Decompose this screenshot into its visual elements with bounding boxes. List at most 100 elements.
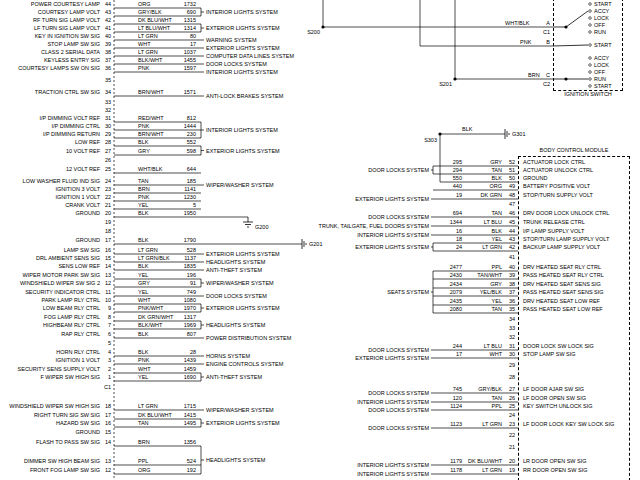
pin-number: 50 <box>509 175 515 181</box>
component-name: IGNITION SWITCH <box>564 91 612 97</box>
circuit-number: 1969 <box>184 322 196 328</box>
wire-color: WHT <box>138 297 151 303</box>
pin-number: 21 <box>105 202 111 208</box>
switch-position: START <box>594 83 612 89</box>
wire-color: DK GRN/WHT <box>138 314 173 320</box>
circuit-number: 17 <box>456 351 462 357</box>
circuit-number: 1230 <box>184 194 196 200</box>
component-name: BODY CONTROL MODULE <box>540 147 609 153</box>
signal-name: LF TURN SIG LAMP VOLT <box>34 25 100 31</box>
circuit-number: 1439 <box>184 357 196 363</box>
wire-color: PPL <box>492 264 502 270</box>
wire-color: YEL/BLK <box>480 289 502 295</box>
pin-number: 27 <box>105 148 111 154</box>
wire-color: GRY <box>138 148 150 154</box>
circuit-number: 2079 <box>450 289 462 295</box>
circuit-number: 694 <box>453 210 462 216</box>
system-name: TRUNK, TAILGATE, FUEL DOORS SYSTEM <box>319 223 429 229</box>
ground-label: G200 <box>255 224 268 230</box>
signal-name: SECURITY INDICATOR CTRL <box>25 289 100 295</box>
system-name: DOOR LOCKS SYSTEM <box>206 61 267 67</box>
switch-position: RUN <box>594 29 606 35</box>
pin-number: 13 <box>105 458 111 464</box>
switch-contact <box>589 24 592 27</box>
pin-number: 29 <box>509 362 515 368</box>
signal-name: COURTESY LAMP VOLT <box>38 9 100 15</box>
pin-number: 26 <box>105 157 111 163</box>
signal-name: TRUNK RELEASE CTRL <box>523 219 585 225</box>
circuit-number: 1495 <box>184 420 196 426</box>
splice-dot <box>453 77 456 80</box>
signal-name: F WIPER SW HIGH SIG <box>40 374 100 380</box>
pin-number: 3 <box>108 357 111 363</box>
pin-number: 32 <box>105 107 111 113</box>
pin-number: 15 <box>105 255 111 261</box>
signal-name: DRV HEATED SEAT SENS SIG <box>523 281 601 287</box>
signal-name: DOOR LOCK SW LOCK SIG <box>523 343 594 349</box>
signal-name: PASS HEATED SEAT SENS SIG <box>523 289 604 295</box>
pin-number: 2 <box>108 366 111 372</box>
system-name: INTERIOR LIGHTS SYSTEM <box>206 127 278 133</box>
system-name: DOOR LOCKS SYSTEM <box>368 407 429 413</box>
wire-color: PNK <box>138 194 149 200</box>
pin-number: 40 <box>105 33 111 39</box>
circuit-number: 550 <box>453 175 462 181</box>
switch-contact <box>589 10 592 13</box>
system-name: INTERIOR LIGHTS SYSTEM <box>357 462 429 468</box>
connector-edge <box>114 0 115 480</box>
wire-color: WHT <box>138 41 151 47</box>
circuit-number: 807 <box>187 331 196 337</box>
signal-name: RAP RLY CTRL <box>61 331 100 337</box>
pin-number: 52 <box>509 159 515 165</box>
circuit-number: 2080 <box>450 306 462 312</box>
circuit-number: 1314 <box>184 25 196 31</box>
switch-blade <box>553 11 588 79</box>
system-name: EXTERIOR LIGHTS SYSTEM <box>206 25 280 31</box>
signal-name: I/P DIMMING VOLT REF <box>39 115 100 121</box>
splice-label: S303 <box>424 137 437 143</box>
pin-number: 30 <box>509 351 515 357</box>
switch-contact <box>589 3 592 6</box>
signal-name: FOG LAMP RLY CTRL <box>44 314 100 320</box>
signal-name: LF DOOR LOCK KEY SW LOCK SIG <box>523 421 614 427</box>
wire-color: BLK <box>138 263 148 269</box>
system-name: WIPER/WASHER SYSTEM <box>206 280 274 286</box>
switch-position: START <box>594 1 612 7</box>
system-name: ENGINE CONTROLS SYSTEM <box>206 361 283 367</box>
system-name: DOOR LOCKS SYSTEM <box>206 293 267 299</box>
splice-dot <box>564 25 567 28</box>
pin-number: 9 <box>108 305 111 311</box>
circuit-number: 1459 <box>184 366 196 372</box>
circuit-number: 18 <box>456 236 462 242</box>
circuit-number: 1123 <box>450 421 462 427</box>
signal-name: BACKUP LAMP SUPPLY VOLT <box>523 244 600 250</box>
wire-color: DK BLU/WHT <box>138 412 172 418</box>
pin-number: 6 <box>108 331 111 337</box>
pin-number: 47 <box>509 201 515 207</box>
system-name: WIPER/WASHER SYSTEM <box>206 182 274 188</box>
circuit-number: 2435 <box>450 298 462 304</box>
wire-color: LT BLU <box>484 343 502 349</box>
pin-number: 51 <box>509 167 515 173</box>
pin-number: 36 <box>509 298 515 304</box>
splice-dot <box>564 77 567 80</box>
wire-color: BLK <box>492 175 502 181</box>
pin-number: 10 <box>105 297 111 303</box>
switch-position: LOCK <box>594 62 609 68</box>
circuit-number: 1835 <box>184 263 196 269</box>
signal-name: STOP/TURN SUPPLY VOLT <box>523 192 593 198</box>
wire-color: LT BLU/WHT <box>138 25 170 31</box>
wire-color: WHT/BLK <box>138 166 162 172</box>
wire-color: YEL <box>492 236 502 242</box>
switch-contact <box>589 71 592 74</box>
wire-color: PNK/WHT <box>138 305 163 311</box>
signal-name: 12 VOLT REF <box>66 166 100 172</box>
circuit-number: 1344 <box>450 219 462 225</box>
pin-number: 14 <box>105 439 111 445</box>
wire-color: LT GRN <box>138 49 158 55</box>
pin-number: 22 <box>105 194 111 200</box>
wire-color: BLK/WHT <box>138 322 162 328</box>
connector-label: C1 <box>104 384 111 390</box>
wire-color: TAN <box>491 306 502 312</box>
wire-color: BLK <box>462 126 472 132</box>
